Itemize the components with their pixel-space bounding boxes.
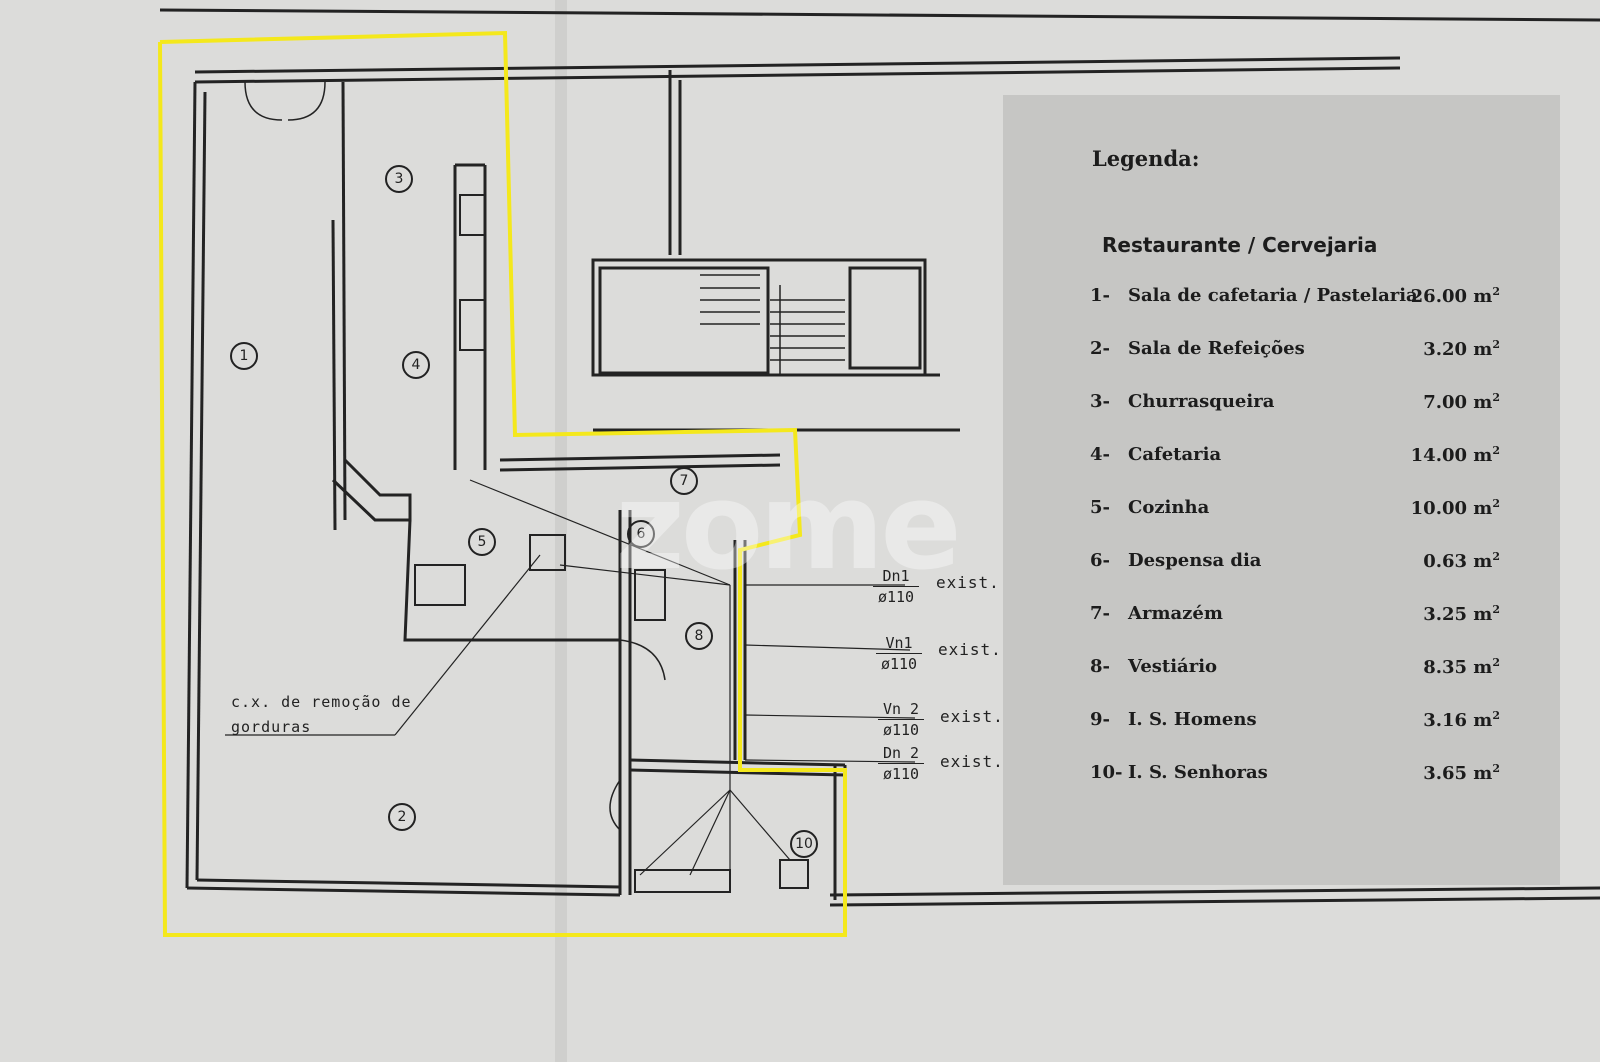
legend-item-name: Cafetaria <box>1128 444 1222 465</box>
legend-item: 8- Vestiário 8.35 m2 <box>1090 656 1500 709</box>
grease-note-line2: gorduras <box>231 718 312 736</box>
room-marker-1: 1 <box>230 342 258 370</box>
legend-item-area: 8.35 m2 <box>1423 656 1500 678</box>
legend-item-area: 7.00 m2 <box>1423 391 1500 413</box>
legend-item-name: I. S. Senhoras <box>1128 762 1268 783</box>
legend-item-area: 10.00 m2 <box>1410 497 1500 519</box>
room-marker-10: 10 <box>790 830 818 858</box>
legend-item-number: 2- <box>1090 338 1110 359</box>
legend-item-area: 3.65 m2 <box>1423 762 1500 784</box>
paper-fold <box>555 0 567 1062</box>
legend-list: 1- Sala de cafetaria / Pastelaria 26.00 … <box>1090 285 1500 815</box>
legend-item: 2- Sala de Refeições 3.20 m2 <box>1090 338 1500 391</box>
legend-item-name: Cozinha <box>1128 497 1210 518</box>
legend-item-name: Sala de Refeições <box>1128 338 1305 359</box>
legend-panel <box>1003 95 1560 885</box>
legend-item: 10- I. S. Senhoras 3.65 m2 <box>1090 762 1500 815</box>
legend-item-area: 26.00 m2 <box>1410 285 1500 307</box>
legend-item: 6- Despensa dia 0.63 m2 <box>1090 550 1500 603</box>
pipe-status-dn1: exist. <box>936 573 1000 592</box>
grease-note-line1: c.x. de remoção de <box>231 693 412 711</box>
room-marker-5: 5 <box>468 528 496 556</box>
legend-item-area: 3.16 m2 <box>1423 709 1500 731</box>
legend-item-name: Armazém <box>1128 603 1223 624</box>
room-marker-7: 7 <box>670 467 698 495</box>
highlight-boundary <box>158 30 847 937</box>
pipe-status-dn2: exist. <box>940 752 1004 771</box>
legend-item-number: 4- <box>1090 444 1110 465</box>
legend-item-area: 3.25 m2 <box>1423 603 1500 625</box>
legend-item: 7- Armazém 3.25 m2 <box>1090 603 1500 656</box>
legend-item-name: Vestiário <box>1128 656 1218 677</box>
legend-subtitle: Restaurante / Cervejaria <box>1102 233 1378 257</box>
pipe-status-vn2: exist. <box>940 707 1004 726</box>
legend-item: 5- Cozinha 10.00 m2 <box>1090 497 1500 550</box>
room-marker-6: 6 <box>627 520 655 548</box>
legend-item-name: I. S. Homens <box>1128 709 1257 730</box>
room-marker-4: 4 <box>402 351 430 379</box>
legend-title: Legenda: <box>1092 146 1200 171</box>
legend-item-area: 14.00 m2 <box>1410 444 1500 466</box>
legend-item: 1- Sala de cafetaria / Pastelaria 26.00 … <box>1090 285 1500 338</box>
legend-item-number: 3- <box>1090 391 1110 412</box>
legend-item-name: Despensa dia <box>1128 550 1262 571</box>
legend-item-number: 1- <box>1090 285 1110 306</box>
legend-item-number: 5- <box>1090 497 1110 518</box>
legend-item-number: 9- <box>1090 709 1110 730</box>
legend-item: 4- Cafetaria 14.00 m2 <box>1090 444 1500 497</box>
plan-walls <box>159 8 1600 907</box>
legend-item-number: 7- <box>1090 603 1110 624</box>
pipe-status-vn1: exist. <box>938 640 1002 659</box>
room-marker-2: 2 <box>388 803 416 831</box>
room-marker-3: 3 <box>385 165 413 193</box>
legend-item-number: 8- <box>1090 656 1110 677</box>
room-marker-8: 8 <box>685 622 713 650</box>
legend-item-name: Sala de cafetaria / Pastelaria <box>1128 285 1418 306</box>
legend-item-number: 10- <box>1090 762 1123 783</box>
legend-item: 3- Churrasqueira 7.00 m2 <box>1090 391 1500 444</box>
legend-item-area: 0.63 m2 <box>1423 550 1500 572</box>
legend-item-area: 3.20 m2 <box>1423 338 1500 360</box>
legend-item-number: 6- <box>1090 550 1110 571</box>
watermark-logo: zome <box>615 458 962 597</box>
legend-item-name: Churrasqueira <box>1128 391 1275 412</box>
legend-item: 9- I. S. Homens 3.16 m2 <box>1090 709 1500 762</box>
